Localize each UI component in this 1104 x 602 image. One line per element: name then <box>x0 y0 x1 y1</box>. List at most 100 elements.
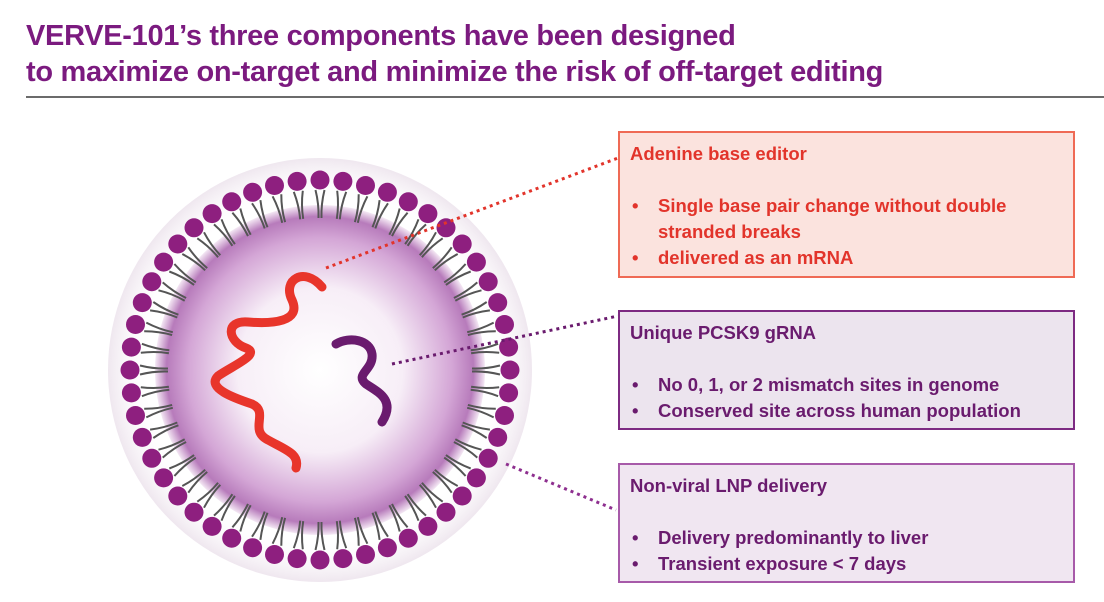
lipid-tail <box>335 520 348 550</box>
lipid-head <box>310 550 330 570</box>
grna-title: Unique PCSK9 gRNA <box>630 322 817 343</box>
lipid-tail <box>168 454 197 477</box>
lnp-core <box>155 205 485 535</box>
lipid-head <box>154 468 174 488</box>
grna-bullet-1: No 0, 1, or 2 mismatch sites in genome <box>630 372 1063 398</box>
lipid-tail <box>292 190 305 220</box>
grna-box: Unique PCSK9 gRNA No 0, 1, or 2 mismatch… <box>618 310 1075 430</box>
lnp-box: Non-viral LNP delivery Delivery predomin… <box>618 463 1075 583</box>
lipid-head <box>488 293 508 313</box>
lipid-head <box>418 204 438 224</box>
lipid-bilayer <box>120 170 520 570</box>
lipid-tail <box>471 364 501 376</box>
lipid-head <box>168 234 188 254</box>
lipid-head <box>265 176 284 195</box>
lipid-head <box>222 192 242 212</box>
lipid-tail <box>432 468 459 494</box>
lipid-tail <box>461 301 491 319</box>
slide-title: VERVE-101’s three components have been d… <box>26 18 1086 90</box>
lipid-tail <box>314 521 326 551</box>
lipid-tail <box>196 482 222 509</box>
lipid-tail <box>140 385 170 398</box>
lnp-connector <box>505 462 617 512</box>
lipid-head <box>452 486 472 506</box>
lipid-head <box>495 406 514 425</box>
lipid-head <box>121 383 141 403</box>
lipid-head <box>478 272 498 292</box>
lipid-head <box>132 427 152 447</box>
lipid-head <box>478 448 498 468</box>
lipid-tail <box>314 189 326 219</box>
lipid-head <box>243 182 263 202</box>
lipid-tail <box>181 246 208 272</box>
lipid-head <box>126 406 145 425</box>
lipid-tail <box>353 194 369 224</box>
lipid-head <box>202 516 222 536</box>
grna-strand-icon <box>331 335 392 427</box>
lipid-head <box>466 252 486 272</box>
lipid-tail <box>418 482 444 509</box>
lipid-head <box>184 502 204 522</box>
lipid-tail <box>149 301 179 319</box>
lipid-head <box>333 171 353 191</box>
lipid-head <box>168 486 188 506</box>
lipid-head <box>126 315 145 334</box>
lipid-tail <box>213 493 236 522</box>
lnp-bullet-2: Transient exposure < 7 days <box>630 551 1063 577</box>
lipid-head <box>499 383 519 403</box>
title-line-1: VERVE-101’s three components have been d… <box>26 20 736 52</box>
lipid-tail <box>371 511 389 541</box>
lipid-head <box>142 272 162 292</box>
lipid-tail <box>144 321 174 337</box>
lipid-tail <box>453 438 482 459</box>
lipid-tail <box>140 342 170 355</box>
lipid-tail <box>231 503 252 532</box>
lipid-tail <box>470 385 500 398</box>
lipid-tail <box>335 190 348 220</box>
lipid-head <box>356 545 375 564</box>
lipid-head <box>356 176 375 195</box>
lipid-tail <box>251 511 269 541</box>
mrna-strand-icon <box>210 272 327 473</box>
lipid-tail <box>404 218 427 247</box>
lipid-head <box>310 170 330 190</box>
lipid-head <box>377 182 397 202</box>
lipid-tail <box>353 516 369 546</box>
lipid-head <box>265 545 284 564</box>
lipid-tail <box>404 493 427 522</box>
lipid-tail <box>181 468 208 494</box>
lipid-tail <box>466 403 496 419</box>
lipid-tail <box>461 421 491 439</box>
lipid-tail <box>418 231 444 258</box>
lipid-head <box>452 234 472 254</box>
lipid-tail <box>149 421 179 439</box>
lipid-head <box>418 516 438 536</box>
grna-bullets: No 0, 1, or 2 mismatch sites in genome C… <box>630 372 1063 424</box>
lipid-tail <box>388 208 409 237</box>
lipid-tail <box>158 281 187 302</box>
lipid-head <box>120 360 140 380</box>
lipid-tail <box>139 364 169 376</box>
lipid-head <box>398 192 418 212</box>
lipid-tail <box>231 208 252 237</box>
lipid-head <box>132 293 152 313</box>
lipid-head <box>500 360 520 380</box>
lnp-bullets: Delivery predominantly to liver Transien… <box>630 525 1063 577</box>
lipid-head <box>333 549 353 569</box>
lipid-tail <box>443 263 472 286</box>
title-divider <box>26 96 1104 98</box>
lipid-tail <box>158 438 187 459</box>
base-editor-connector <box>325 156 619 270</box>
lipid-tail <box>271 516 287 546</box>
lipid-head <box>184 218 204 238</box>
lipid-head <box>488 427 508 447</box>
lipid-tail <box>432 246 459 272</box>
lipid-tail <box>196 231 222 258</box>
lipid-tail <box>466 321 496 337</box>
lipid-head <box>222 528 242 548</box>
lipid-tail <box>292 520 305 550</box>
lipid-head <box>121 337 141 357</box>
lipid-head <box>142 448 162 468</box>
lipid-tail <box>213 218 236 247</box>
